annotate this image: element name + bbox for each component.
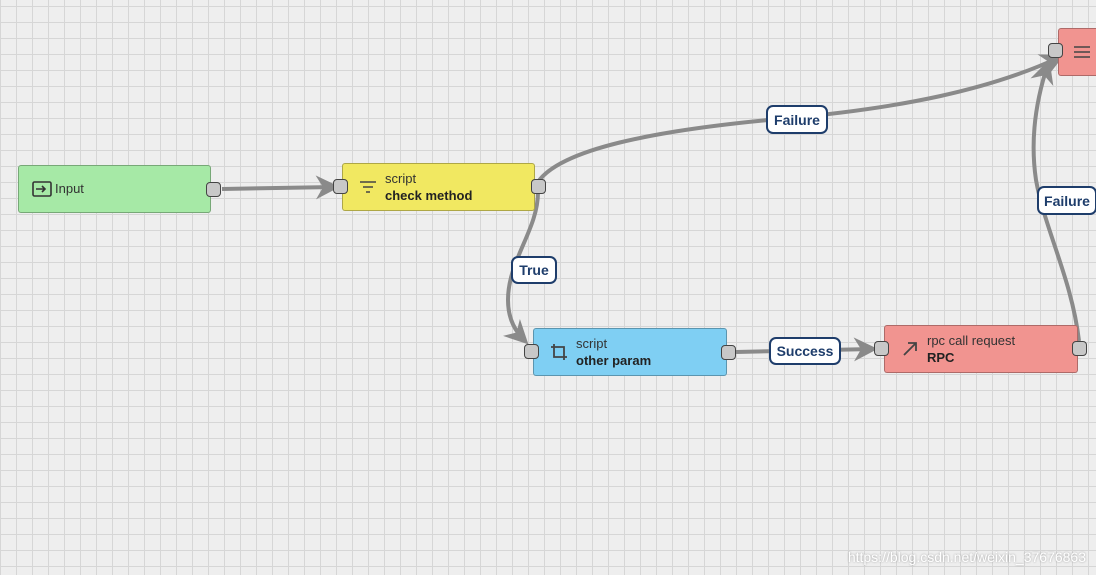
input-node-out-port[interactable]	[206, 182, 221, 197]
rpc-node-type: rpc call request	[927, 332, 1016, 348]
other-param-in-port[interactable]	[524, 344, 539, 359]
rpc-node-name: RPC	[927, 349, 955, 365]
edge-label-true[interactable]: True	[511, 256, 557, 284]
partial-right-node-in-port[interactable]	[1048, 43, 1063, 58]
crop-transform-icon	[548, 341, 570, 363]
check-method-in-port[interactable]	[333, 179, 348, 194]
rpc-call-request-node[interactable]: rpc call request RPC	[884, 325, 1078, 373]
rpc-node-out-port[interactable]	[1072, 341, 1087, 356]
edge-rpc-failure[interactable]	[1030, 59, 1081, 342]
filter-icon	[357, 176, 379, 198]
input-node[interactable]: Input	[18, 165, 211, 213]
other-param-type: script	[576, 335, 608, 351]
input-icon	[31, 178, 53, 200]
partial-right-node[interactable]	[1058, 28, 1096, 76]
other-param-out-port[interactable]	[721, 345, 736, 360]
check-method-out-port[interactable]	[531, 179, 546, 194]
arrow-up-right-icon	[899, 338, 921, 360]
edge-label-failure-check[interactable]: Failure	[766, 105, 828, 134]
check-method-name: check method	[385, 187, 473, 203]
edge-input-to-check-method[interactable]	[221, 175, 340, 200]
watermark: https://blog.csdn.net/weixin_37676863	[847, 549, 1086, 565]
edge-label-success[interactable]: Success	[769, 337, 841, 365]
other-param-node[interactable]: script other param	[533, 328, 727, 376]
menu-lines-icon	[1071, 41, 1093, 63]
edge-label-failure-rpc[interactable]: Failure	[1037, 186, 1096, 215]
input-node-label: Input	[55, 181, 84, 196]
rpc-node-in-port[interactable]	[874, 341, 889, 356]
other-param-name: other param	[576, 352, 652, 368]
check-method-node[interactable]: script check method	[342, 163, 535, 211]
edge-check-method-true[interactable]	[502, 191, 540, 345]
check-method-type: script	[385, 170, 417, 186]
